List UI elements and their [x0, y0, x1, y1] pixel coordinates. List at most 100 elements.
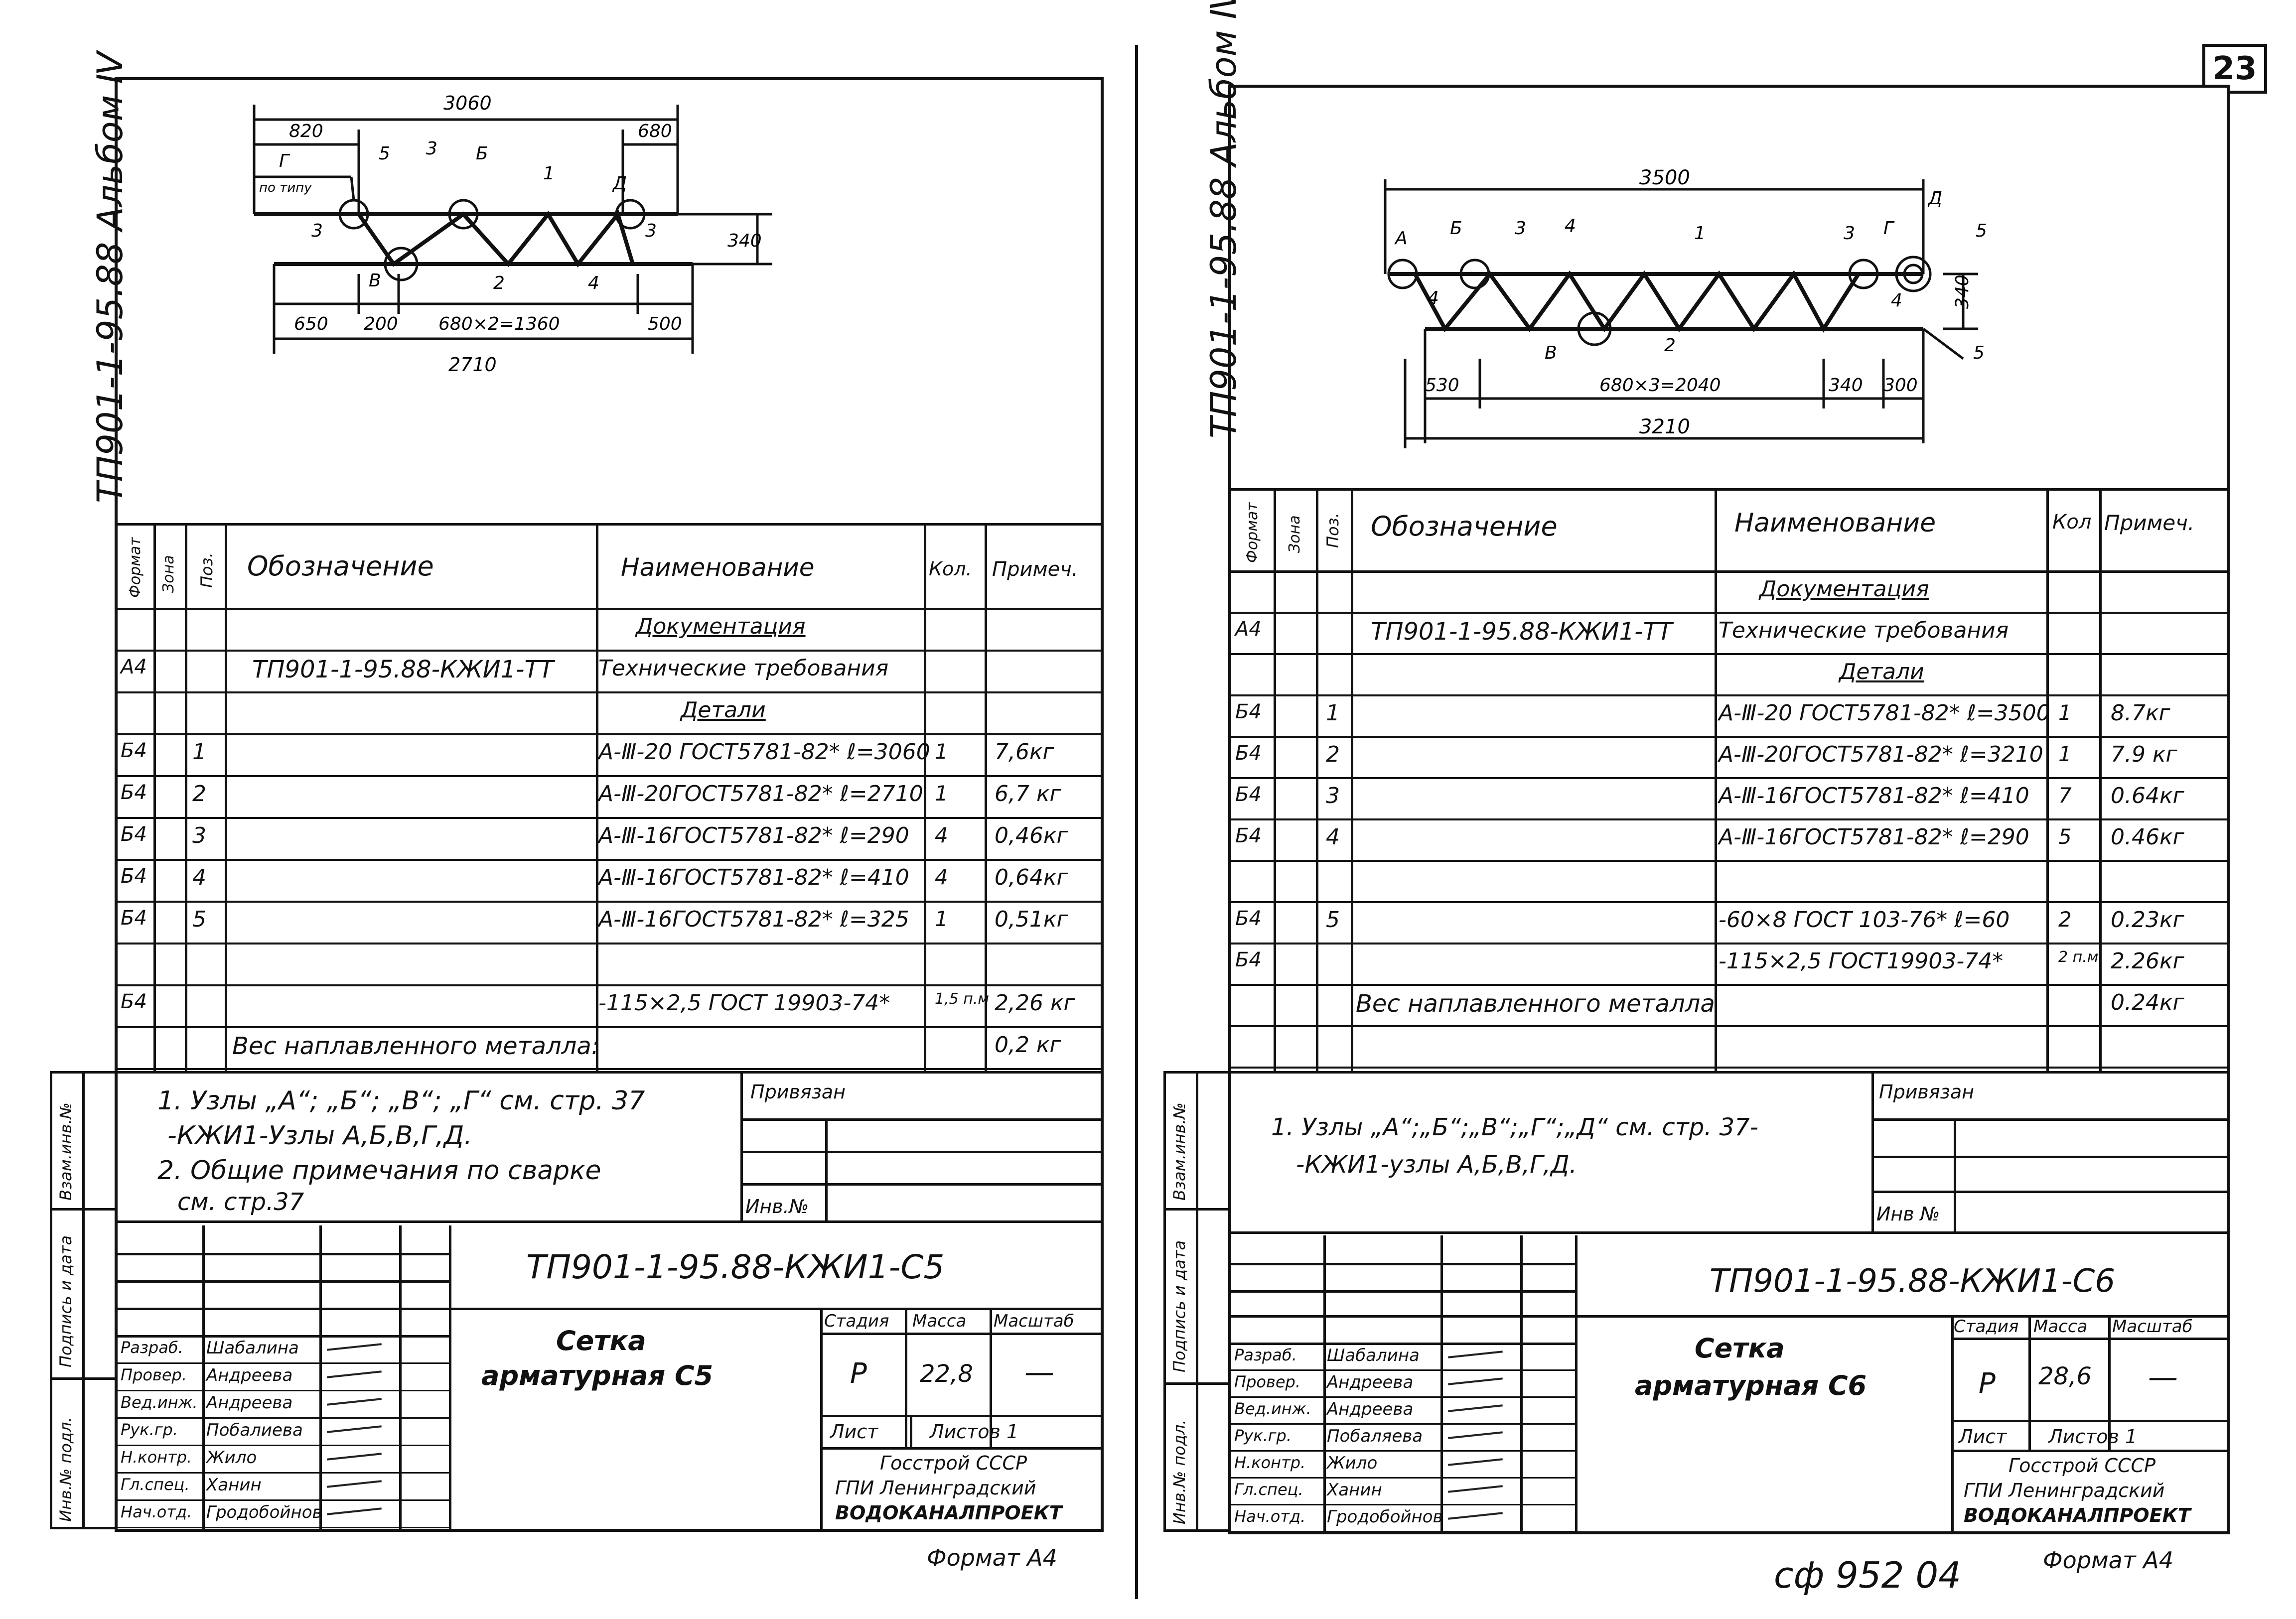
left-note-2: -КЖИ1-Узлы А,Б,В,Г,Д.	[167, 1121, 472, 1151]
spec-designation: Вес наплавленного металла	[1356, 990, 1715, 1018]
left-sheets-label: Листов 1	[930, 1421, 1019, 1443]
staff-row-divider	[118, 1472, 449, 1474]
right-note-1: 1. Узлы „А“;„Б“;„В“;„Г“;„Д“ см. стр. 37-	[1271, 1113, 1759, 1141]
spec-name: А-Ⅲ-20ГОСТ5781-82* ℓ=3210	[1719, 742, 2043, 767]
staff-row-divider	[118, 1527, 449, 1528]
right-label-g: Г	[1883, 218, 1895, 239]
spec-note: 0.64кг	[2111, 783, 2184, 809]
table-row-divider	[118, 775, 1101, 777]
staff-name: Шабалина	[1327, 1346, 1420, 1365]
spec-name: -115×2,5 ГОСТ 19903-74*	[598, 990, 890, 1016]
left-org-3: ВОДОКАНАЛПРОЕКТ	[835, 1502, 1062, 1524]
staff-role: Н.контр.	[121, 1448, 192, 1467]
right-org-3: ВОДОКАНАЛПРОЕКТ	[1964, 1504, 2191, 1526]
staff-name: Ханин	[206, 1475, 262, 1495]
table-row-divider	[1231, 818, 2227, 820]
staff-name: Жило	[206, 1448, 257, 1468]
table-row-divider	[118, 859, 1101, 861]
staff-role: Вед.инж.	[1234, 1399, 1311, 1418]
table-row-divider	[1231, 612, 2227, 614]
left-dim-820: 820	[289, 121, 323, 141]
right-format-label: Формат А4	[2043, 1547, 2173, 1574]
right-label-a: А	[1394, 228, 1408, 249]
spec-pos: 5	[192, 907, 206, 932]
spec-pos: 1	[192, 739, 206, 765]
table-row-divider	[1231, 694, 2227, 696]
spec-note: 7.9 кг	[2111, 742, 2177, 767]
left-format-label: Формат А4	[927, 1544, 1057, 1571]
left-mass-label: Масса	[912, 1311, 967, 1331]
table-row-divider	[118, 817, 1101, 819]
staff-name: Шабалина	[206, 1338, 299, 1358]
spec-qty: 7	[2058, 783, 2072, 808]
staff-row-divider	[1231, 1423, 1575, 1425]
spec-note: 0,64кг	[995, 865, 1068, 890]
table-row-divider	[1231, 1067, 2227, 1069]
spec-note: 0,2 кг	[995, 1032, 1061, 1058]
signature-mark	[1448, 1512, 1503, 1520]
spec-name: А-Ⅲ-16ГОСТ5781-82* ℓ=410	[1719, 783, 2029, 809]
right-sheets-label: Листов 1	[2048, 1426, 2138, 1448]
right-label-3a: 3	[1515, 218, 1526, 239]
left-dim-680: 680	[638, 121, 672, 141]
spec-name: Документация	[636, 614, 806, 639]
signature-mark	[1448, 1404, 1503, 1412]
spec-name: Технические требования	[1719, 618, 2009, 643]
staff-role: Нач.отд.	[121, 1502, 192, 1521]
table-row-divider	[118, 733, 1101, 735]
left-scale-label: Масштаб	[994, 1311, 1074, 1331]
left-spec-table: Формат Зона Поз. Обозначение Наименовани…	[118, 523, 1101, 1071]
spec-note: 0,46кг	[995, 823, 1068, 848]
left-album-label: ТП901-1-95.88 Альбом Ⅳ	[90, 51, 131, 503]
spec-format: Б4	[121, 823, 147, 846]
spec-name: А-Ⅲ-20ГОСТ5781-82* ℓ=2710	[598, 781, 923, 807]
right-header-designation: Обозначение	[1371, 511, 1558, 542]
spec-name: Документация	[1759, 576, 1929, 602]
spec-qty: 4	[935, 823, 948, 847]
left-note-4: см. стр.37	[177, 1188, 304, 1216]
staff-role: Нач.отд.	[1234, 1507, 1306, 1526]
spec-name: А-Ⅲ-16ГОСТ5781-82* ℓ=290	[1719, 824, 2029, 850]
spec-format: Б4	[121, 907, 147, 930]
staff-row-divider	[1231, 1504, 1575, 1505]
right-dim-340: 340	[1952, 274, 1973, 309]
staff-name: Андреева	[206, 1393, 293, 1413]
right-dim-3210: 3210	[1639, 415, 1690, 438]
right-dim-300: 300	[1883, 375, 1918, 396]
spec-note: 2,26 кг	[995, 990, 1075, 1016]
spec-note: 6,7 кг	[995, 781, 1061, 807]
left-scale: —	[1024, 1355, 1054, 1390]
left-label-d: Д	[612, 173, 627, 194]
spec-name: А-Ⅲ-16ГОСТ5781-82* ℓ=410	[598, 865, 909, 890]
left-header-format: Формат	[127, 537, 144, 598]
table-row-divider	[118, 691, 1101, 693]
signature-mark	[327, 1453, 382, 1461]
staff-name: Андреева	[1327, 1372, 1414, 1392]
staff-role: Гл.спец.	[121, 1475, 190, 1494]
right-privyazan: Привязан	[1879, 1081, 1974, 1103]
left-dim-650: 650	[294, 314, 328, 334]
right-header-zone: Зона	[1286, 515, 1303, 553]
right-header-name: Наименование	[1734, 508, 1936, 538]
spec-qty: 1	[935, 739, 948, 764]
left-dim-1360: 680×2=1360	[438, 314, 560, 334]
left-dim-3060: 3060	[443, 92, 492, 114]
right-header-qty: Кол	[2052, 511, 2092, 534]
left-drawing-code: ТП901-1-95.88-КЖИ1-С5	[526, 1248, 945, 1286]
left-header-pos: Поз.	[197, 552, 216, 588]
left-label-3a: 3	[426, 138, 437, 159]
right-dim-340b: 340	[1829, 375, 1863, 396]
left-label-3c: 3	[645, 221, 657, 241]
left-org-1: Госстрой СССР	[880, 1452, 1027, 1474]
right-side-stamp: Взам.инв.№ Подпись и дата Инв.№ подл.	[1163, 1071, 1231, 1532]
right-drawing-code: ТП901-1-95.88-КЖИ1-С6	[1710, 1263, 2116, 1300]
table-row-divider	[118, 984, 1101, 986]
left-dim-200: 200	[364, 314, 398, 334]
right-org-2: ГПИ Ленинградский	[1964, 1480, 2165, 1501]
spec-pos: 2	[192, 781, 206, 807]
spec-name: -60×8 ГОСТ 103-76* ℓ=60	[1719, 907, 2010, 933]
left-stamp-vzam: Взам.инв.№	[56, 1102, 75, 1201]
staff-row-divider	[118, 1390, 449, 1391]
right-scale: —	[2148, 1360, 2178, 1395]
